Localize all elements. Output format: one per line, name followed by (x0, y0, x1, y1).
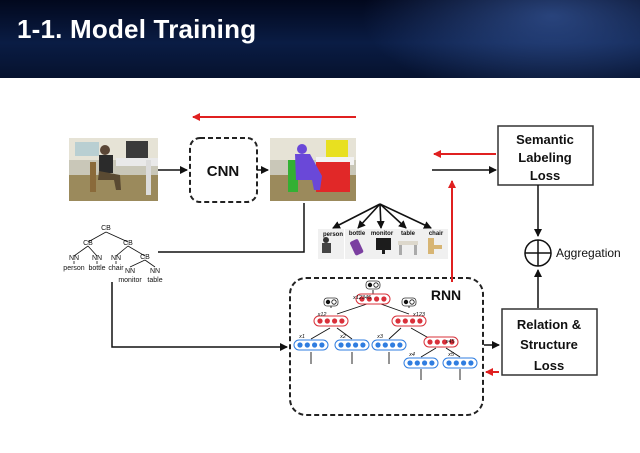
relation-loss-line3: Loss (534, 358, 564, 373)
tree-leaf-chair: chair (108, 265, 124, 272)
rnn-tree-edges (310, 290, 461, 380)
tree-nn-2: NN (92, 255, 102, 262)
tree-leaf-table: table (147, 277, 162, 284)
tree-leaf-bottle: bottle (88, 265, 105, 272)
segmentation-photo (270, 138, 356, 201)
relation-loss-line1: Relation & (517, 317, 581, 332)
rnn-label-x12: x12 (317, 312, 327, 318)
tree-leaf-person: person (63, 265, 85, 272)
rnn-node-x4 (403, 357, 439, 369)
aggregation-label: Aggregation (556, 246, 621, 260)
rnn-label-x123: x123 (412, 312, 426, 318)
object-thumbnails (318, 229, 448, 259)
semantic-loss-line1: Semantic (516, 132, 574, 147)
tree-nn-3: NN (111, 255, 121, 262)
rnn-score-node-2 (401, 297, 417, 307)
aggregation-symbol (524, 239, 552, 267)
rnn-label-x4: x4 (408, 352, 415, 358)
rnn-nodes (293, 280, 478, 369)
slide-header: 1-1. Model Training (0, 0, 640, 78)
rnn-label: RNN (431, 287, 461, 303)
object-label-table: table (401, 231, 416, 237)
tree-root: CB (101, 225, 111, 232)
semantic-loss-box (497, 125, 594, 186)
tree-nn-1: NN (69, 255, 79, 262)
rnn-label-x5: x5 (447, 352, 455, 358)
rnn-node-labels: x1 x2 x3 x4 x5 x12 x45 x123 x12345 (298, 295, 455, 358)
rnn-node-x3 (371, 339, 407, 351)
object-labels: person bottle monitor table chair (323, 231, 444, 238)
rnn-label-x1: x1 (298, 334, 305, 340)
cnn-label: CNN (207, 163, 240, 180)
header-glow (360, 0, 640, 78)
arrow-tree-to-rnn (111, 282, 288, 351)
object-label-bottle: bottle (349, 231, 366, 237)
rnn-label-x2: x2 (339, 334, 346, 340)
tree-leaf-monitor: monitor (118, 277, 142, 284)
tree-nn-5: NN (150, 268, 160, 275)
rnn-label-x3: x3 (376, 334, 384, 340)
rnn-score-node-1 (323, 297, 339, 307)
rnn-node-x2 (334, 339, 370, 351)
tree-nn-4: NN (125, 268, 135, 275)
rnn-score-node-3 (365, 280, 381, 290)
object-fan (332, 203, 432, 229)
object-label-monitor: monitor (371, 231, 394, 237)
relation-loss-box (501, 308, 598, 376)
rnn-node-x45 (423, 336, 459, 348)
object-label-person: person (323, 232, 343, 238)
object-label-chair: chair (429, 231, 444, 237)
tree-cb-1: CB (83, 240, 93, 247)
line-tree-to-seg (158, 203, 305, 253)
input-photo (69, 138, 158, 201)
semantic-loss-line3: Loss (530, 168, 560, 183)
rnn-node-x5 (442, 357, 478, 369)
rnn-node-x1 (293, 339, 329, 351)
tree-cb-3: CB (140, 254, 150, 261)
semantic-loss-line2: Labeling (518, 150, 572, 165)
rnn-node-x123 (391, 315, 427, 327)
rnn-box (289, 277, 484, 416)
rnn-label-x45: x45 (445, 339, 456, 345)
rnn-node-x12345 (355, 293, 391, 305)
parse-tree (73, 231, 156, 268)
relation-loss-line2: Structure (520, 337, 578, 352)
parse-tree-labels: CB CB CB CB NN NN NN NN NN person bottle… (63, 225, 162, 284)
rnn-node-x12 (313, 315, 349, 327)
rnn-label-x12345: x12345 (352, 295, 372, 301)
tree-cb-2: CB (123, 240, 133, 247)
slide-title: 1-1. Model Training (17, 14, 257, 44)
